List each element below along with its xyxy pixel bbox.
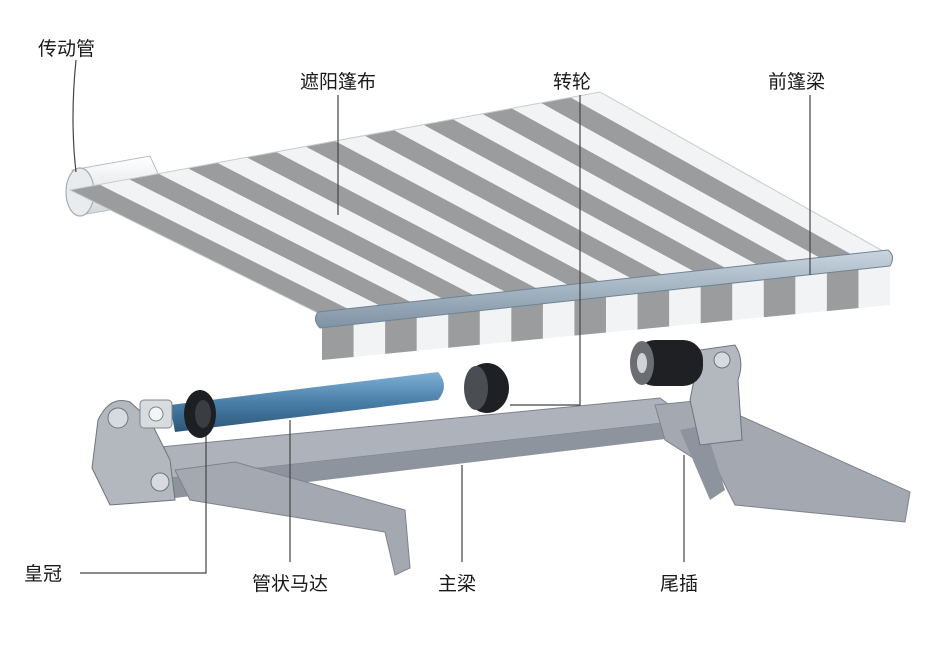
label-tail-plug: 尾插 <box>660 573 699 595</box>
label-front-beam: 前篷梁 <box>768 71 826 93</box>
label-drive-tube: 传动管 <box>38 38 96 60</box>
label-main-beam: 主梁 <box>438 573 477 595</box>
right-arm <box>654 399 911 523</box>
leader-wheel <box>510 95 581 406</box>
canopy-fabric <box>68 91 892 316</box>
leader-lines <box>72 59 811 574</box>
canopy-stripe <box>541 97 859 262</box>
wheel <box>464 363 509 413</box>
canopy-stripe <box>305 141 606 289</box>
label-canopy: 遮阳篷布 <box>300 71 377 93</box>
tail-plug <box>630 340 703 386</box>
canopy-stripe <box>246 151 543 295</box>
label-wheel: 转轮 <box>553 71 592 93</box>
label-tube-motor: 管状马达 <box>252 573 329 595</box>
canopy-stripe <box>70 184 354 315</box>
right-bracket <box>689 344 743 446</box>
canopy-stripe <box>128 173 417 309</box>
front-beam <box>314 249 894 329</box>
leader-drive-tube <box>72 59 77 173</box>
left-arm <box>174 461 411 576</box>
leader-crown <box>80 436 207 574</box>
left-bracket <box>91 400 176 506</box>
canopy-stripe <box>423 119 733 275</box>
tube-motor <box>170 372 444 438</box>
crown <box>139 399 173 429</box>
label-crown: 皇冠 <box>24 563 63 585</box>
canopy-stripe <box>364 130 670 282</box>
canopy-stripe <box>482 108 796 269</box>
canopy-stripe <box>187 162 480 302</box>
